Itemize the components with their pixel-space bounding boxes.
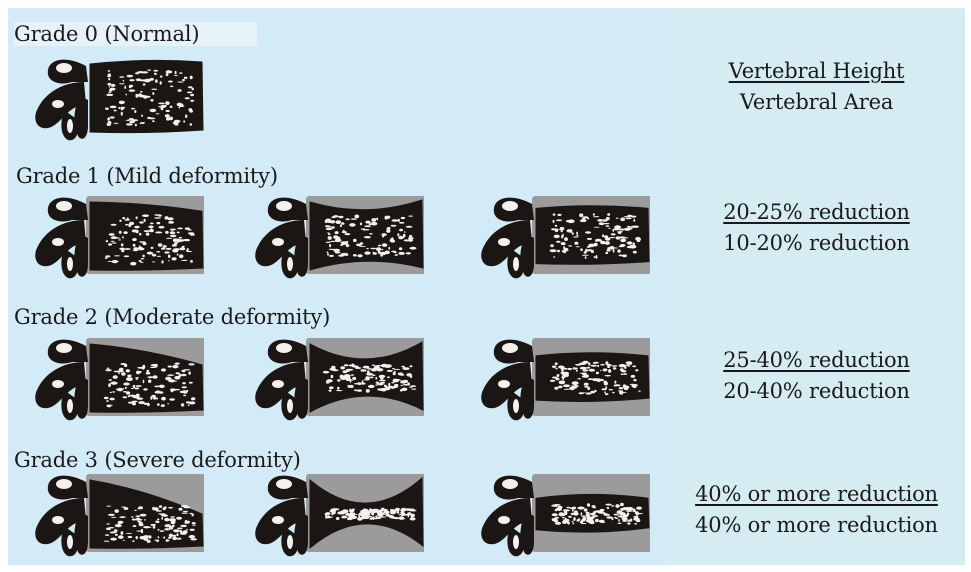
grade-2-height-reduction: 25-40% reduction [668, 345, 965, 376]
process-highlight [276, 479, 292, 489]
vertebral-area-label: Vertebral Area [668, 87, 965, 118]
process-highlight [513, 399, 519, 413]
process-highlight [52, 516, 64, 524]
vertebra-grade-2-wedge [24, 332, 204, 422]
grade-1-height-reduction: 20-25% reduction [668, 197, 965, 228]
grade-0-measures: Vertebral Height Vertebral Area [668, 56, 965, 118]
grade-1-area-reduction: 10-20% reduction [668, 228, 965, 259]
vertebra-grade-0-normal [24, 52, 204, 142]
process-highlight [67, 535, 73, 549]
process-highlight [502, 343, 518, 353]
vertebra-grade-3-crush [470, 468, 650, 558]
process-highlight [67, 399, 73, 413]
grade-3-area-reduction: 40% or more reduction [668, 510, 965, 541]
vertebra-grade-1-biconcave [244, 190, 424, 280]
vertebra-grade-2-biconcave [244, 332, 424, 422]
grade-2-measures: 25-40% reduction 20-40% reduction [668, 345, 965, 407]
process-highlight [498, 238, 510, 246]
process-highlight [276, 343, 292, 353]
process-highlight [52, 100, 64, 108]
process-highlight [502, 479, 518, 489]
grade-1-measures: 20-25% reduction 10-20% reduction [668, 197, 965, 259]
grade-3-height-reduction: 40% or more reduction [668, 479, 965, 510]
process-highlight [272, 516, 284, 524]
process-highlight [56, 63, 72, 73]
process-highlight [272, 238, 284, 246]
vertebra-grade-3-wedge [24, 468, 204, 558]
process-highlight [287, 399, 293, 413]
process-highlight [67, 119, 73, 133]
vertebra-grade-1-wedge [24, 190, 204, 280]
grade-0-title: Grade 0 (Normal) [14, 22, 257, 46]
process-highlight [498, 516, 510, 524]
process-highlight [52, 380, 64, 388]
process-highlight [67, 257, 73, 271]
grade-2-area-reduction: 20-40% reduction [668, 376, 965, 407]
vertebral-height-label: Vertebral Height [668, 56, 965, 87]
vertebra-grade-2-crush [470, 332, 650, 422]
vertebra-grade-3-biconcave [244, 468, 424, 558]
process-highlight [56, 201, 72, 211]
process-highlight [56, 479, 72, 489]
process-highlight [56, 343, 72, 353]
grade-3-measures: 40% or more reduction 40% or more reduct… [668, 479, 965, 541]
process-highlight [276, 201, 292, 211]
process-highlight [498, 380, 510, 388]
vertebral-body [310, 200, 423, 270]
process-highlight [513, 257, 519, 271]
process-highlight [513, 535, 519, 549]
grade-2-title: Grade 2 (Moderate deformity) [14, 305, 330, 329]
process-highlight [287, 257, 293, 271]
process-highlight [502, 201, 518, 211]
process-highlight [52, 238, 64, 246]
process-highlight [272, 380, 284, 388]
process-highlight [287, 535, 293, 549]
grade-1-title: Grade 1 (Mild deformity) [16, 164, 278, 188]
vertebra-grade-1-crush [470, 190, 650, 280]
